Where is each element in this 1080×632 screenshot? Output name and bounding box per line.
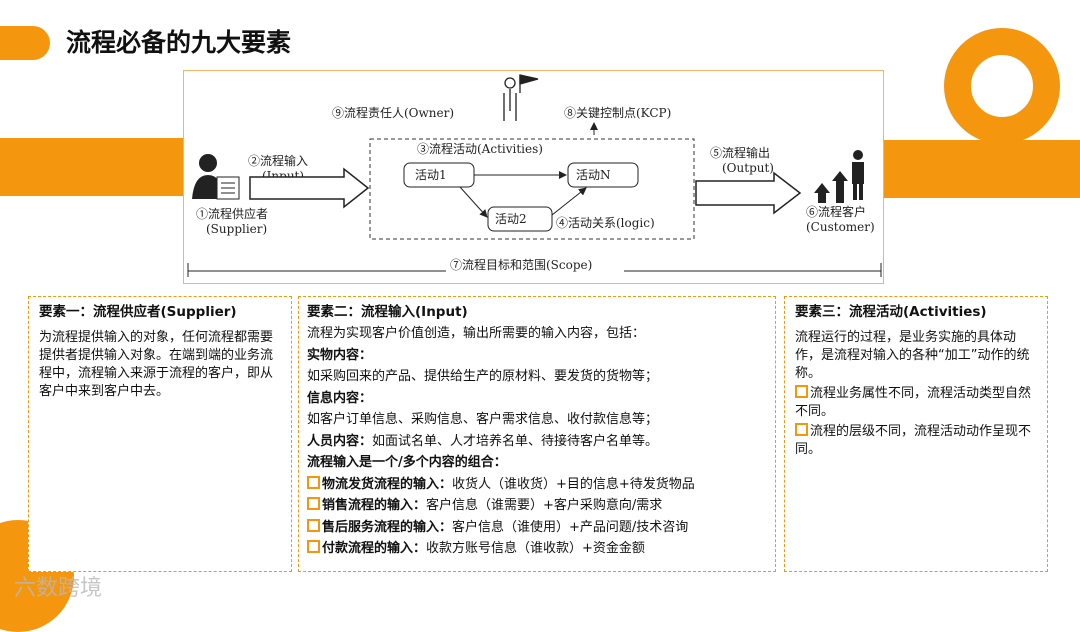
combo-item-text: 客户信息（谁需要）+客户采购意向/需求 [426, 498, 663, 513]
combo-title: 流程输入是一个/多个内容的组合： [307, 455, 507, 470]
checkbox-square-icon [307, 475, 320, 489]
activity2-label: 活动2 [495, 212, 527, 226]
page-title: 流程必备的九大要素 [66, 28, 292, 57]
scope-label: ⑦流程目标和范围(Scope) [450, 257, 592, 272]
element-three-heading: 要素三：流程活动(Activities) [795, 304, 987, 320]
combo-item: 售后服务流程的输入：客户信息（谁使用）+产品问题/技术咨询 [307, 517, 767, 539]
activityN-label: 活动N [576, 168, 611, 182]
output-en-label: (Output) [722, 161, 774, 175]
flag-person-icon [503, 74, 539, 121]
decor-band-left [0, 138, 184, 196]
element-three-bullet: 流程的层级不同，流程活动动作呈现不同。 [795, 423, 1037, 459]
bullet-text: 流程的层级不同，流程活动动作呈现不同。 [795, 424, 1032, 457]
checkbox-square-icon [795, 423, 808, 436]
supplier-en-label: (Supplier) [206, 222, 267, 236]
activities-label: ③流程活动(Activities) [417, 141, 543, 156]
activity-arrow-1-2 [459, 186, 488, 218]
physical-text: 如采购回来的产品、提供给生产的原材料、要发货的货物等； [307, 369, 659, 384]
logic-label: ④活动关系(logic) [556, 216, 655, 230]
customer-icon [814, 150, 864, 203]
activityN-box [567, 162, 639, 188]
element-three-card: 要素三：流程活动(Activities) 流程运行的过程，是业务实施的具体动作，… [784, 296, 1048, 572]
process-diagram: ⑨流程责任人(Owner) ⑧关键控制点(KCP) ③流程活动(Activiti… [183, 70, 884, 284]
bullet-text: 流程业务属性不同，流程活动类型自然不同。 [795, 386, 1032, 419]
checkbox-square-icon [795, 385, 808, 398]
combo-item-text: 收款方账号信息（谁收款）+资金金额 [426, 541, 645, 556]
combo-item-text: 客户信息（谁使用）+产品问题/技术咨询 [452, 519, 689, 535]
output-arrow [695, 171, 802, 215]
activity-arrow-2-n [551, 187, 587, 216]
combo-item-text: 收货人（谁收货）+目的信息+待发货物品 [452, 476, 695, 492]
element-three-bullet: 流程业务属性不同，流程活动类型自然不同。 [795, 385, 1037, 421]
combo-item-label: 付款流程的输入： [322, 541, 427, 556]
customer-label: ⑥流程客户 [806, 204, 866, 219]
decor-band-right [880, 140, 1080, 198]
checkbox-square-icon [307, 540, 320, 553]
input-arrow [249, 167, 370, 209]
watermark-logo: 六数跨境 [14, 576, 103, 601]
customer-en-label: (Customer) [806, 220, 875, 234]
title-accent-tab [0, 26, 50, 60]
combo-item-label: 物流发货流程的输入： [322, 476, 453, 492]
element-one-card: 要素一：流程供应者(Supplier) 为流程提供输入的对象，任何流程都需要提供… [28, 296, 292, 572]
people-text: 如面试名单、人才培养名单、待接待客户名单等。 [372, 433, 659, 449]
kcp-label: ⑧关键控制点(KCP) [564, 106, 671, 120]
owner-label: ⑨流程责任人(Owner) [332, 105, 454, 120]
element-two-heading: 要素二：流程输入(Input) [307, 304, 468, 320]
combo-item: 付款流程的输入：收款方账号信息（谁收款）+资金金额 [307, 538, 767, 560]
decor-ring [944, 28, 1060, 144]
people-title: 人员内容： [307, 433, 373, 449]
combo-item: 销售流程的输入：客户信息（谁需要）+客户采购意向/需求 [307, 495, 767, 517]
element-one-heading: 要素一：流程供应者(Supplier) [39, 304, 237, 320]
supplier-label: ①流程供应者 [196, 206, 268, 221]
people-line: 人员内容：如面试名单、人才培养名单、待接待客户名单等。 [307, 431, 767, 453]
element-three-text: 流程运行的过程，是业务实施的具体动作，是流程对输入的各种“加工”动作的统称。 [795, 330, 1030, 381]
physical-title: 实物内容： [307, 347, 373, 363]
input-label: ②流程输入 [248, 153, 308, 168]
checkbox-square-icon [307, 518, 320, 532]
activities-boundary [369, 138, 695, 240]
info-text: 如客户订单信息、采购信息、客户需求信息、收付款信息等； [307, 412, 659, 427]
activity1-label: 活动1 [415, 168, 447, 182]
supplier-icon [192, 154, 240, 200]
info-title: 信息内容： [307, 390, 373, 406]
element-two-intro: 流程为实现客户价值创造，输出所需要的输入内容，包括： [307, 326, 646, 341]
activity2-box [487, 206, 553, 232]
checkbox-square-icon [307, 497, 320, 510]
combo-item-label: 销售流程的输入： [322, 498, 427, 513]
element-one-text: 为流程提供输入的对象，任何流程都需要提供者提供输入对象。在端到端的业务流程中，流… [39, 330, 274, 399]
output-label: ⑤流程输出 [710, 145, 770, 160]
combo-item: 物流发货流程的输入：收货人（谁收货）+目的信息+待发货物品 [307, 474, 767, 496]
scope-label-bg [446, 255, 624, 275]
element-two-card: 要素二：流程输入(Input) 流程为实现客户价值创造，输出所需要的输入内容，包… [298, 296, 776, 572]
combo-item-label: 售后服务流程的输入： [322, 519, 453, 535]
